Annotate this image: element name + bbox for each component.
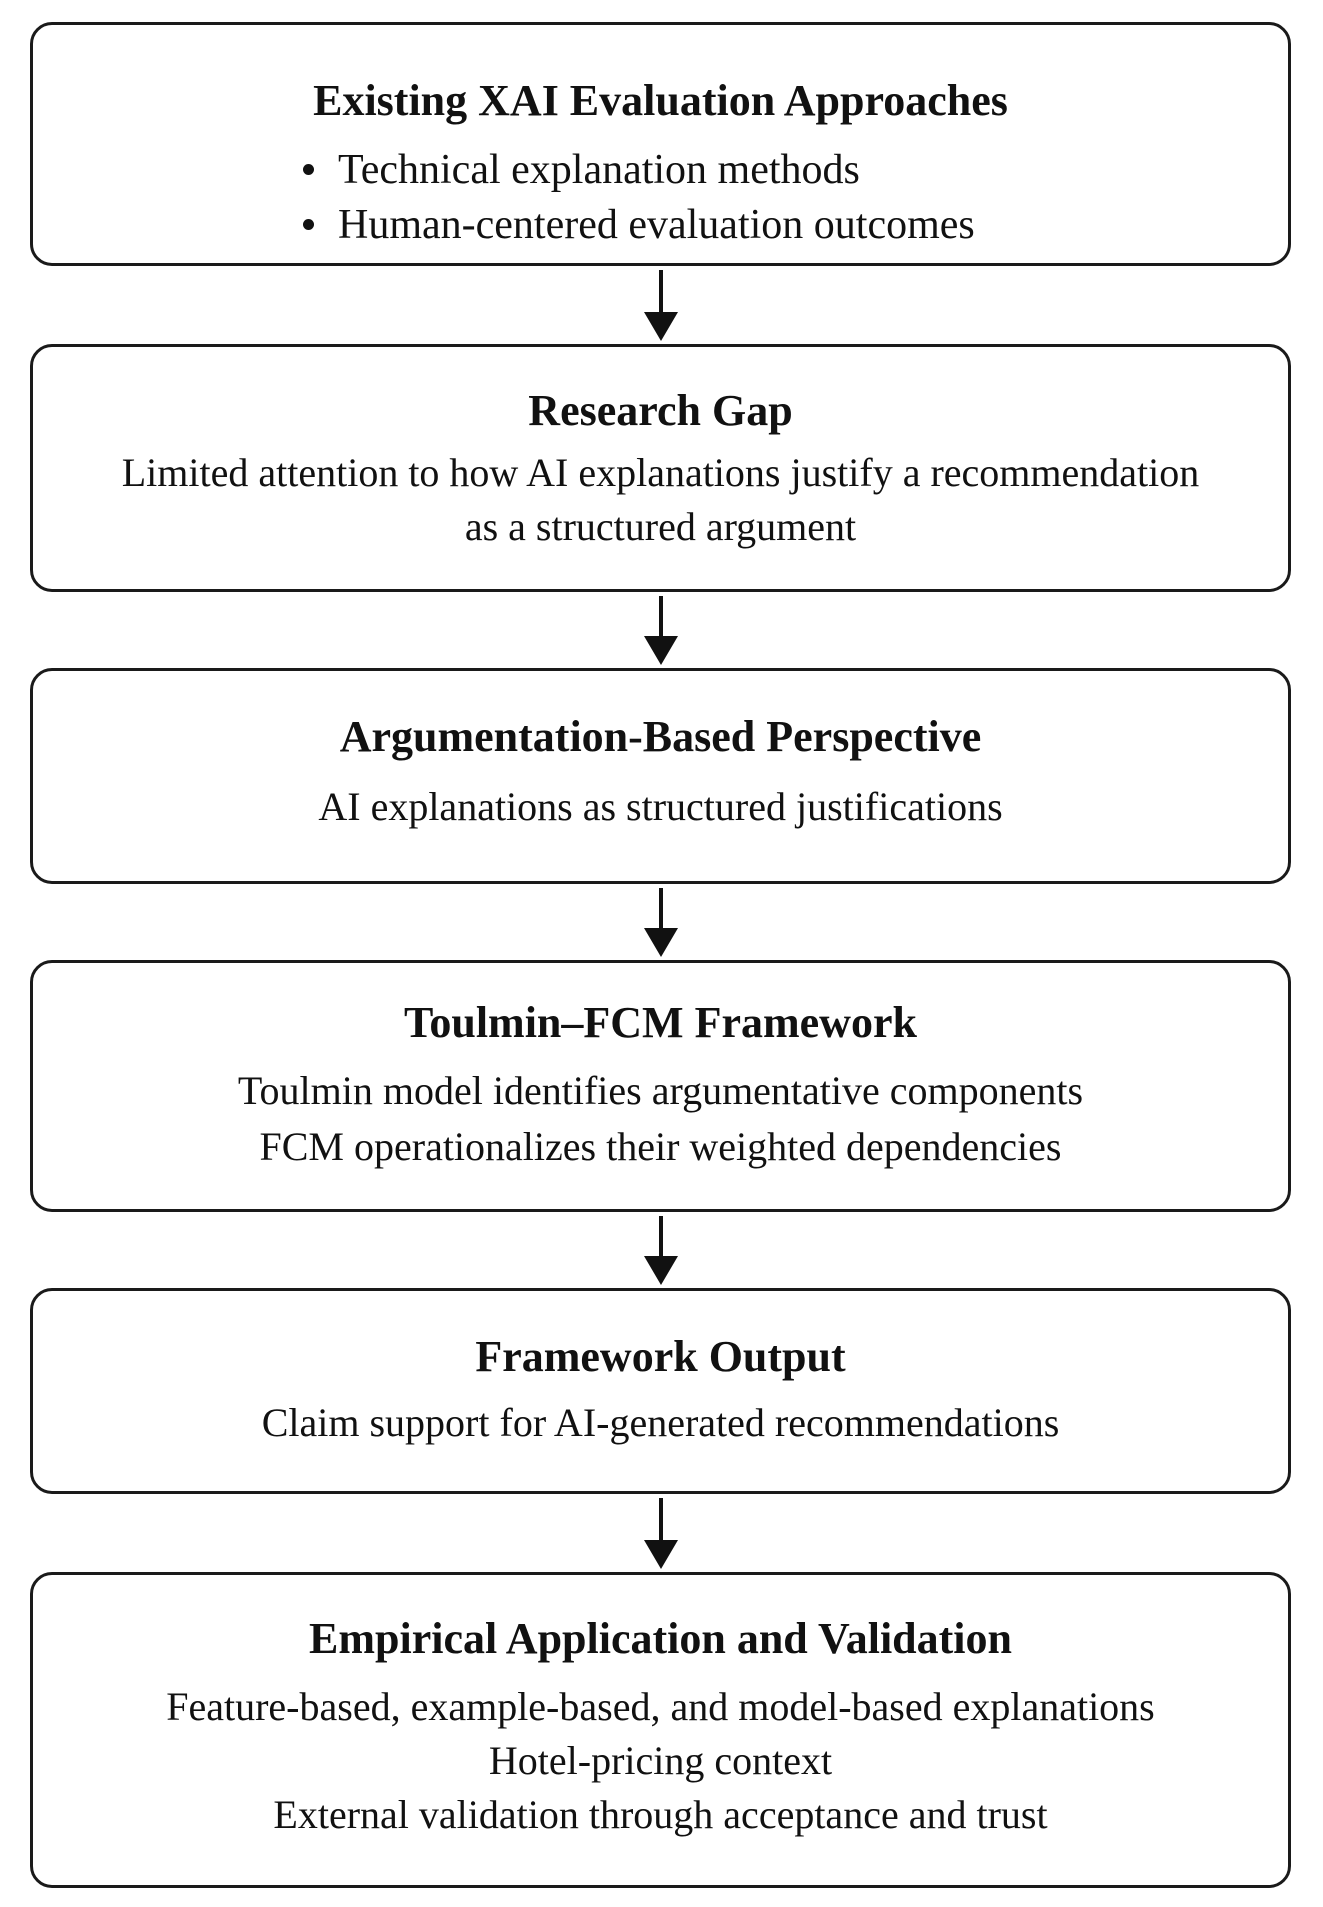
box-title: Research Gap	[528, 386, 793, 435]
box-text-line: Feature-based, example-based, and model-…	[166, 1684, 1155, 1729]
box-empirical-application: Empirical Application and Validation Fea…	[30, 1572, 1291, 1888]
bullet-text: Human-centered evaluation outcomes	[338, 202, 975, 248]
arrow-down-icon	[644, 1498, 678, 1569]
bullet-dot-icon	[303, 218, 314, 230]
box-title: Toulmin–FCM Framework	[404, 998, 917, 1047]
box-text-line: Hotel-pricing context	[488, 1738, 833, 1783]
box-toulmin-fcm-framework: Toulmin–FCM Framework Toulmin model iden…	[30, 960, 1291, 1212]
box-text-line: Claim support for AI-generated recommend…	[261, 1400, 1060, 1445]
box-research-gap: Research Gap Limited attention to how AI…	[30, 344, 1291, 592]
box-text-line: Limited attention to how AI explanations…	[121, 450, 1200, 495]
arrow-down-icon	[644, 596, 678, 665]
bullet-text: Technical explanation methods	[338, 147, 860, 193]
box-title: Framework Output	[475, 1332, 846, 1381]
box-title: Existing XAI Evaluation Approaches	[313, 76, 1008, 125]
box-title: Argumentation-Based Perspective	[339, 712, 982, 761]
box-text-line: External validation through acceptance a…	[273, 1792, 1048, 1837]
bullet-item: Human-centered evaluation outcomes	[303, 198, 975, 253]
box-text-line: Toulmin model identifies argumentative c…	[237, 1068, 1084, 1113]
box-argumentation-perspective: Argumentation-Based Perspective AI expla…	[30, 668, 1291, 884]
box-text-line: FCM operationalizes their weighted depen…	[259, 1124, 1062, 1169]
bullet-list: Technical explanation methods Human-cent…	[303, 143, 975, 253]
box-framework-output: Framework Output Claim support for AI-ge…	[30, 1288, 1291, 1494]
arrow-down-icon	[644, 888, 678, 957]
box-text-line: as a structured argument	[464, 504, 857, 549]
arrow-down-icon	[644, 1216, 678, 1285]
bullet-item: Technical explanation methods	[303, 143, 975, 198]
bullet-dot-icon	[303, 163, 314, 175]
box-text-line: AI explanations as structured justificat…	[318, 784, 1003, 829]
box-title: Empirical Application and Validation	[309, 1614, 1012, 1663]
box-existing-xai-approaches: Existing XAI Evaluation Approaches Techn…	[30, 22, 1291, 266]
arrow-down-icon	[644, 270, 678, 341]
